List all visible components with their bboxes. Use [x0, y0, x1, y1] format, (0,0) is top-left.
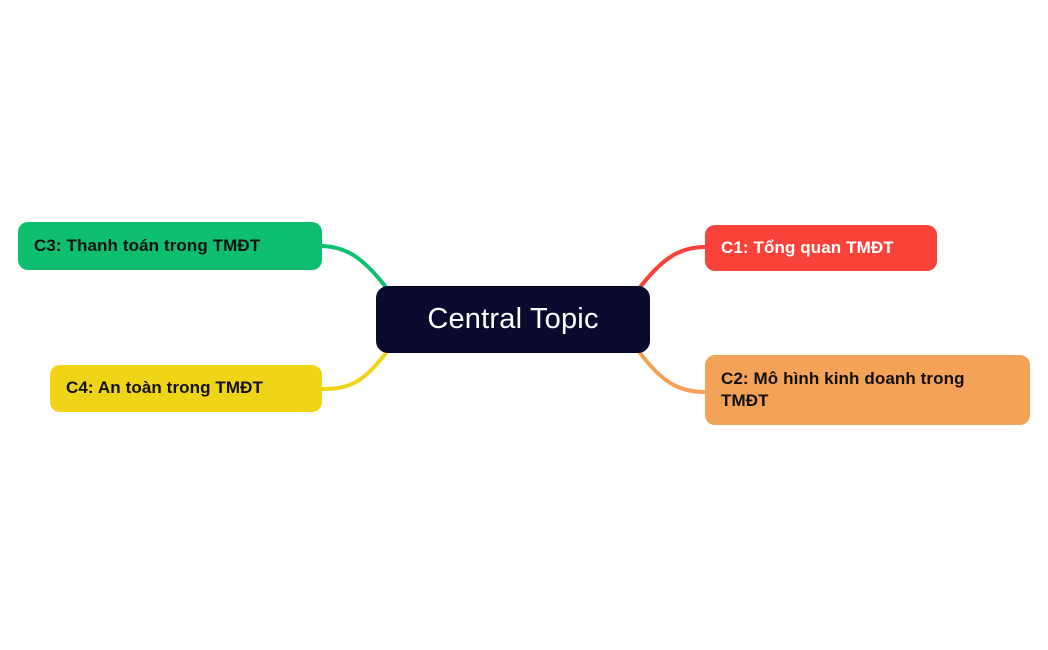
connector-central-to-c1	[636, 245, 707, 292]
branch-label-c3: C3: Thanh toán trong TMĐT	[34, 235, 261, 255]
branch-node-c4[interactable]: C4: An toàn trong TMĐT	[50, 365, 322, 412]
central-topic-node[interactable]: Central Topic	[376, 286, 650, 353]
branch-label-c4: C4: An toàn trong TMĐT	[66, 378, 264, 398]
branch-node-c2[interactable]: C2: Mô hình kinh doanh trong TMĐT	[705, 355, 1030, 425]
central-topic-label: Central Topic	[427, 302, 599, 335]
branch-node-c3[interactable]: C3: Thanh toán trong TMĐT	[18, 222, 322, 270]
branch-label-c2: C2: Mô hình kinh doanh trong TMĐT	[721, 368, 965, 410]
connector-central-to-c3	[318, 244, 390, 292]
branch-node-c1[interactable]: C1: Tổng quan TMĐT	[705, 225, 937, 271]
connector-central-to-c4	[318, 348, 390, 391]
connector-central-to-c2	[636, 348, 709, 394]
branch-label-c1: C1: Tổng quan TMĐT	[721, 237, 894, 257]
